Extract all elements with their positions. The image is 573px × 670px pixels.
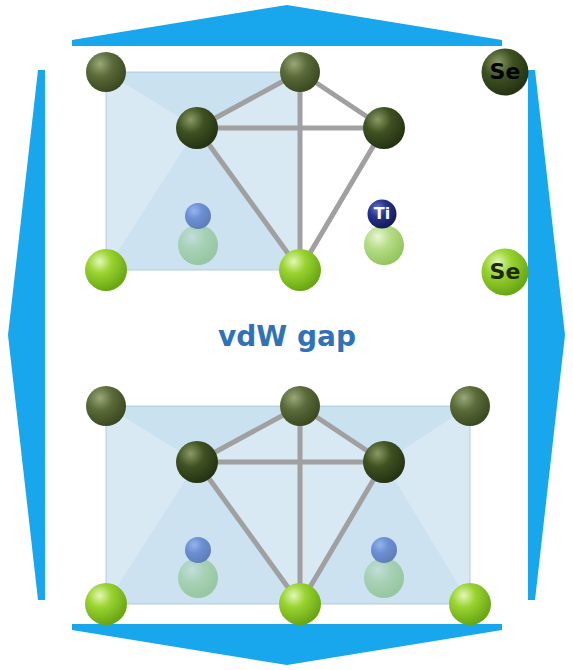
- selenium-legend-atom: Se: [481, 48, 529, 96]
- upper-layer: [85, 52, 405, 291]
- atom-sphere: [482, 49, 529, 96]
- titanium-legend-atom: Ti: [367, 199, 397, 229]
- selenium-legend-atom: Se: [481, 248, 529, 296]
- frame: [8, 5, 565, 665]
- atom-label: Se: [490, 261, 521, 283]
- lower-layer: [85, 386, 491, 625]
- atom-sphere: [482, 249, 529, 296]
- atom-sphere: [368, 200, 397, 229]
- atom-label: Se: [490, 61, 521, 83]
- gap-label: vdW gap: [218, 320, 356, 353]
- atom-label: Ti: [374, 206, 390, 222]
